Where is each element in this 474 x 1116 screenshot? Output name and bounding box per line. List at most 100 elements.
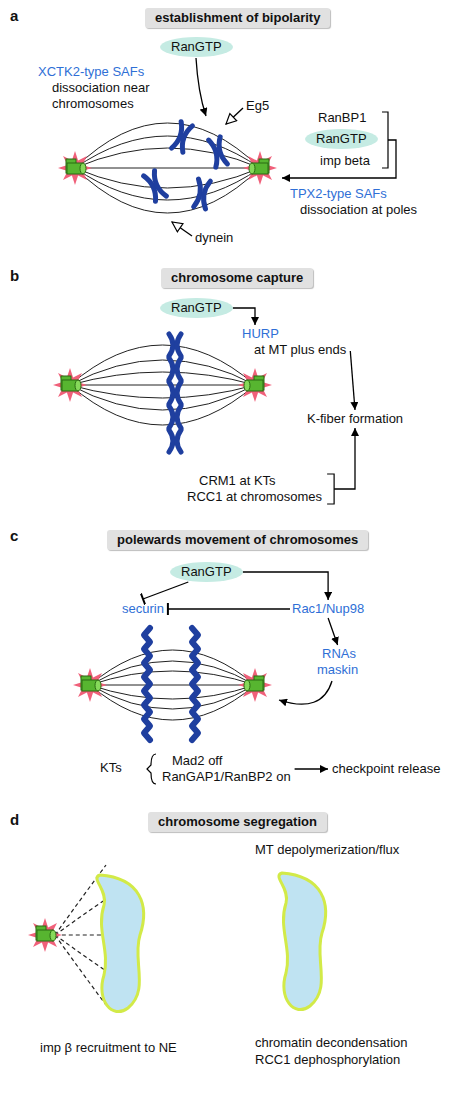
node-text: Rac1/Nup98 xyxy=(292,601,364,617)
text-node: RNAsmaskin xyxy=(315,645,360,679)
chromatid xyxy=(202,181,211,209)
chromatid xyxy=(169,406,173,428)
chromatid xyxy=(177,430,181,452)
microtubule xyxy=(75,148,260,168)
chromatid xyxy=(177,358,181,380)
centriole-cap xyxy=(244,380,250,391)
centriole-cap xyxy=(95,680,101,691)
microtubule xyxy=(75,168,260,213)
annotation: imp beta xyxy=(320,153,370,169)
depolymerizing-microtubule xyxy=(55,934,106,935)
microtubule xyxy=(75,123,260,168)
centriole-cap xyxy=(50,930,56,941)
chromosome xyxy=(172,122,193,152)
centriole-cap xyxy=(244,680,250,691)
node-text: at MT plus ends xyxy=(254,342,346,358)
connector xyxy=(328,618,338,645)
microtubule xyxy=(70,360,255,385)
pole-star xyxy=(238,368,272,402)
node-text: RanGTP xyxy=(316,131,367,147)
chromatid xyxy=(194,179,203,207)
text-node: checkpoint release xyxy=(330,760,442,778)
panel-letter: b xyxy=(10,268,19,284)
chromatid xyxy=(216,137,227,165)
pole-star xyxy=(238,668,272,702)
chromatid xyxy=(169,382,173,404)
microtubule xyxy=(90,661,255,685)
annotation: dynein xyxy=(195,230,233,246)
node-text: polewards movement of chromosomes xyxy=(117,532,358,548)
microtubule xyxy=(70,385,255,386)
annotation: chromatin decondensation xyxy=(255,1035,408,1051)
node-text: HURP xyxy=(242,326,346,342)
chromosome xyxy=(209,137,228,167)
annotation: RanBP1 xyxy=(318,110,366,126)
panel-letter: d xyxy=(10,812,19,828)
chromatin-mass xyxy=(279,873,326,1010)
text-node: K-fiber formation xyxy=(305,410,405,428)
connector xyxy=(295,768,328,769)
open-arrow xyxy=(226,108,243,124)
node-text: maskin xyxy=(317,662,358,678)
microtubule xyxy=(75,168,260,169)
microtubule xyxy=(75,168,260,200)
chromatin-mass xyxy=(97,875,144,1012)
panel-letter: c xyxy=(10,528,18,544)
ran-oval: RanGTP xyxy=(160,37,233,57)
centriole-cap xyxy=(75,380,81,391)
text-node: securin xyxy=(120,600,166,618)
chromatids xyxy=(192,628,198,740)
node-text: chromosome capture xyxy=(171,270,303,286)
arrow xyxy=(279,681,332,704)
microtubule xyxy=(70,385,255,410)
node-text: RanGTP xyxy=(171,300,222,316)
connector xyxy=(350,351,355,410)
chromosome xyxy=(194,179,211,209)
annotation: RCC1 dephosphorylation xyxy=(255,1052,400,1068)
panel-title: chromosome segregation xyxy=(148,812,327,832)
microtubule xyxy=(70,345,255,385)
panel-letter: a xyxy=(10,8,18,24)
microtubule xyxy=(75,168,260,188)
panel-title: chromosome capture xyxy=(161,268,313,288)
chromosome xyxy=(169,382,181,404)
annotation: dissociation at poles xyxy=(300,202,417,218)
node-text: RNAs xyxy=(322,646,358,662)
chromatid xyxy=(169,358,173,380)
microtubule xyxy=(90,650,255,685)
chromatid xyxy=(177,382,181,404)
annotation: TPX2-type SAFs xyxy=(290,186,387,202)
brace xyxy=(147,754,156,784)
pole-star xyxy=(243,151,277,185)
chromatid xyxy=(177,406,181,428)
chromatid xyxy=(151,171,166,198)
chromatid xyxy=(179,125,192,153)
bracket xyxy=(382,112,388,168)
depolymerizing-microtubule xyxy=(55,935,106,1005)
chromatid xyxy=(177,334,181,356)
connector xyxy=(243,572,329,600)
node-text: RCC1 at chromosomes xyxy=(187,489,322,505)
chromosome xyxy=(169,334,181,356)
node-text: RanGAP1/RanBP2 on xyxy=(162,769,291,785)
bracket xyxy=(327,474,334,504)
node-text: securin xyxy=(122,601,164,617)
text-node: Rac1/Nup98 xyxy=(290,600,366,618)
ran-oval: RanGTP xyxy=(170,562,243,582)
microtubule xyxy=(90,685,255,709)
pole-star xyxy=(53,368,87,402)
microtubule xyxy=(90,685,255,720)
ran-oval: RanGTP xyxy=(305,129,378,149)
microtubule xyxy=(70,385,255,425)
annotation: XCTK2-type SAFs xyxy=(38,64,144,80)
ran-oval: RanGTP xyxy=(160,298,233,318)
panel-title: establishment of bipolarity xyxy=(145,8,330,28)
node-text: CRM1 at KTs xyxy=(199,473,322,489)
panel-title: polewards movement of chromosomes xyxy=(107,530,368,550)
pole-star xyxy=(28,918,62,952)
centriole-cap xyxy=(249,163,255,174)
microtubule xyxy=(70,385,255,398)
